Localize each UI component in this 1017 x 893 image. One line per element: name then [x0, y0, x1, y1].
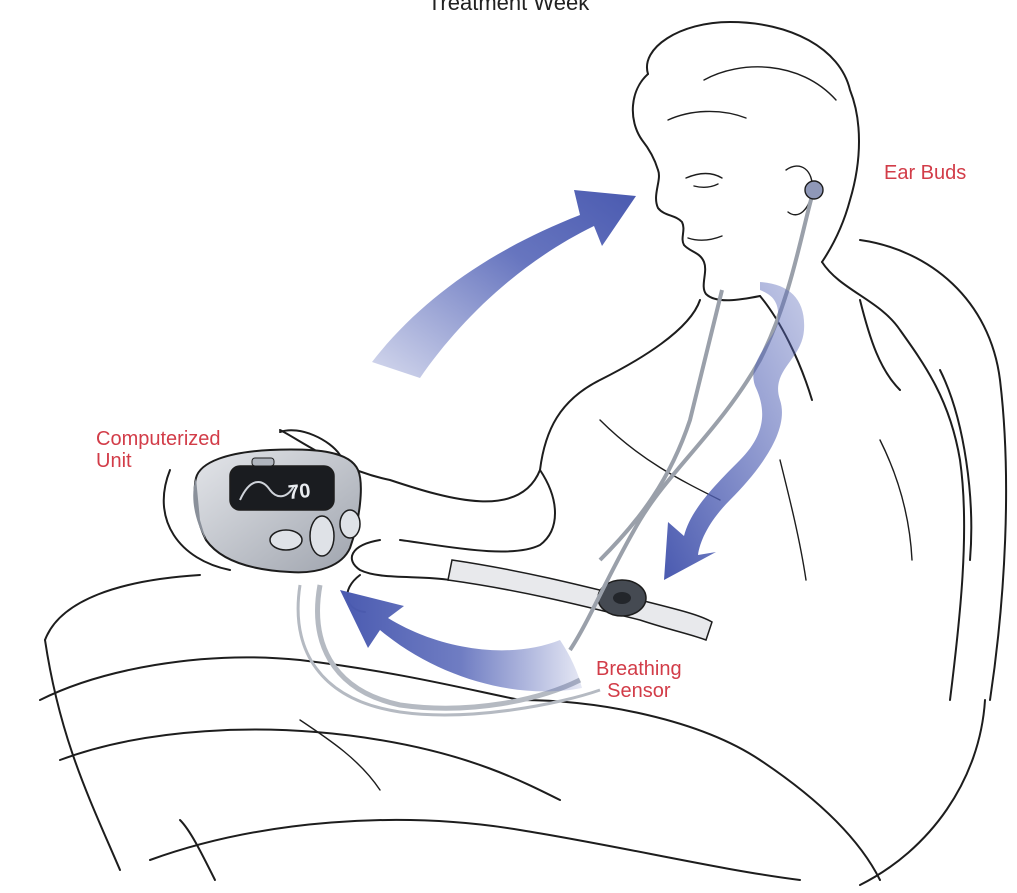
legs [40, 657, 880, 880]
computerized-unit-label-line1: Computerized [96, 428, 221, 450]
flow-arrows [340, 190, 804, 691]
arrow-sensor-to-device [340, 590, 582, 691]
arrow-device-to-ear [372, 190, 636, 378]
chair-outline [45, 240, 1006, 885]
page-title: Treatment Week [0, 0, 1017, 16]
computerized-unit-label-line2: Unit [96, 450, 221, 472]
head [633, 22, 859, 300]
device-display-value: 70 [287, 480, 311, 504]
ear-buds-label-text: Ear Buds [884, 162, 966, 184]
torso [280, 262, 964, 700]
breathing-sensor-label-line1: Breathing [596, 658, 682, 680]
breathing-sensor-label: Breathing Sensor [596, 658, 682, 702]
breathing-sensor-label-line2: Sensor [596, 680, 682, 702]
ear-buds-label: Ear Buds [884, 162, 966, 184]
cables [298, 181, 823, 715]
computerized-unit-label: Computerized Unit [96, 428, 221, 472]
